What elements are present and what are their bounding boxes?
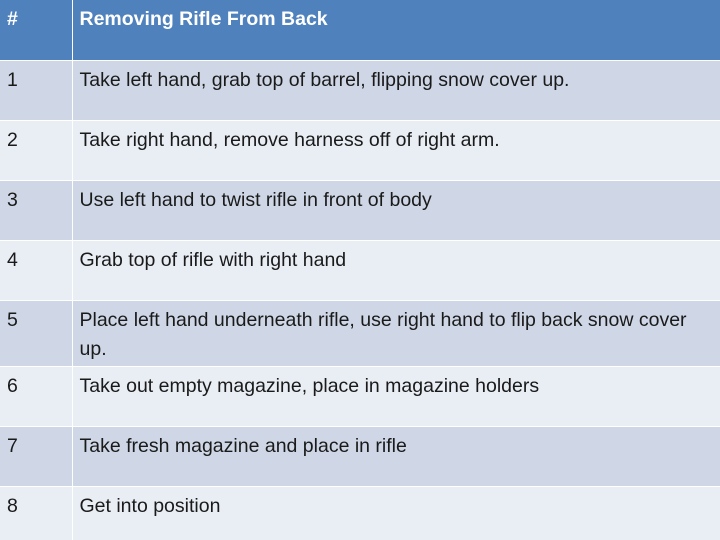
- row-number-cell: 8: [0, 486, 73, 540]
- row-step-cell: Place left hand underneath rifle, use ri…: [72, 300, 720, 367]
- row-step: Take out empty magazine, place in magazi…: [79, 374, 540, 397]
- row-step-cell: Get into position: [72, 486, 720, 540]
- table-row: 1 Take left hand, grab top of barrel, fl…: [0, 60, 720, 121]
- row-number: 1: [7, 68, 18, 91]
- row-number: 4: [7, 248, 18, 271]
- row-step: Use left hand to twist rifle in front of…: [79, 188, 432, 211]
- row-number-cell: 7: [0, 426, 73, 487]
- table-row: 6 Take out empty magazine, place in maga…: [0, 366, 720, 427]
- row-number-cell: 2: [0, 120, 73, 181]
- row-number-cell: 3: [0, 180, 73, 241]
- row-step: Get into position: [79, 494, 221, 517]
- header-title-label: Removing Rifle From Back: [79, 8, 328, 30]
- row-step-cell: Take left hand, grab top of barrel, flip…: [72, 60, 720, 121]
- row-number-cell: 6: [0, 366, 73, 427]
- table-row: 2 Take right hand, remove harness off of…: [0, 120, 720, 181]
- table-row: 5 Place left hand underneath rifle, use …: [0, 300, 720, 367]
- row-step-cell: Grab top of rifle with right hand: [72, 240, 720, 301]
- row-number: 8: [7, 494, 18, 517]
- table-row: 7 Take fresh magazine and place in rifle: [0, 426, 720, 487]
- row-number-cell: 5: [0, 300, 73, 367]
- header-number-label: #: [7, 8, 18, 30]
- header-title: Removing Rifle From Back: [72, 0, 720, 61]
- row-step: Take right hand, remove harness off of r…: [79, 128, 500, 151]
- header-row: # Removing Rifle From Back: [0, 0, 720, 61]
- row-number: 7: [7, 434, 18, 457]
- row-number: 2: [7, 128, 18, 151]
- table-row: 8 Get into position: [0, 486, 720, 540]
- row-step-cell: Take out empty magazine, place in magazi…: [72, 366, 720, 427]
- header-number: #: [0, 0, 73, 61]
- row-number-cell: 4: [0, 240, 73, 301]
- row-step: Take fresh magazine and place in rifle: [79, 434, 407, 457]
- row-step: Grab top of rifle with right hand: [79, 248, 347, 271]
- row-step: Take left hand, grab top of barrel, flip…: [79, 68, 570, 91]
- row-step-cell: Take right hand, remove harness off of r…: [72, 120, 720, 181]
- table-row: 4 Grab top of rifle with right hand: [0, 240, 720, 301]
- row-number: 3: [7, 188, 18, 211]
- row-step-cell: Use left hand to twist rifle in front of…: [72, 180, 720, 241]
- table-row: 3 Use left hand to twist rifle in front …: [0, 180, 720, 241]
- row-number: 6: [7, 374, 18, 397]
- row-number: 5: [7, 308, 18, 331]
- row-number-cell: 1: [0, 60, 73, 121]
- row-step-cell: Take fresh magazine and place in rifle: [72, 426, 720, 487]
- row-step: Place left hand underneath rifle, use ri…: [79, 308, 687, 360]
